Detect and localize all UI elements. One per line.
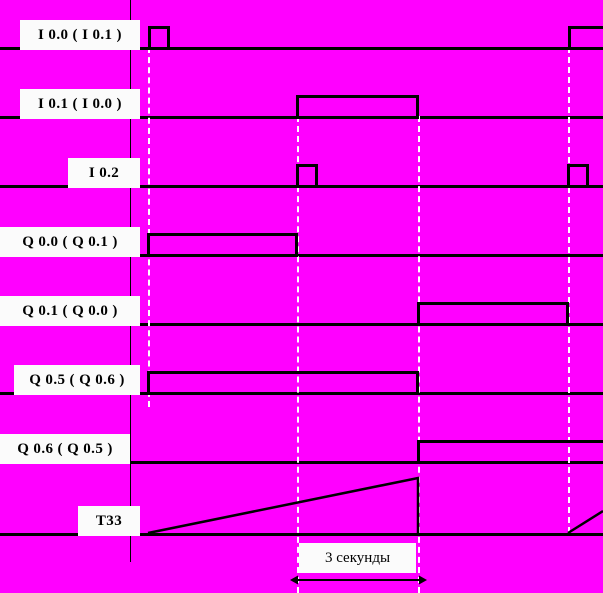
time-marker-1 [148, 47, 150, 407]
waveform-ramp-t33 [147, 476, 603, 535]
signal-label-i01: I 0.1 ( I 0.0 ) [20, 89, 140, 119]
duration-arrow [290, 575, 427, 585]
signal-label-text: Q 0.5 ( Q 0.6 ) [29, 371, 125, 388]
baseline-q05 [0, 392, 603, 395]
waveform-pulse-q00-1 [147, 233, 298, 257]
axis-line-left [130, 0, 131, 562]
time-marker-2 [297, 116, 299, 593]
baseline-q01 [0, 323, 603, 326]
waveform-pulse-i00-1 [148, 26, 170, 50]
signal-label-i02: I 0.2 [68, 158, 140, 188]
baseline-i00 [0, 47, 603, 50]
signal-label-q01: Q 0.1 ( Q 0.0 ) [0, 296, 140, 326]
signal-label-q00: Q 0.0 ( Q 0.1 ) [0, 227, 140, 257]
signal-label-text: Q 0.6 ( Q 0.5 ) [17, 440, 113, 457]
time-marker-4 [568, 47, 570, 533]
signal-label-text: I 0.1 ( I 0.0 ) [38, 95, 122, 112]
signal-label-text: Q 0.0 ( Q 0.1 ) [22, 233, 118, 250]
baseline-i01 [0, 116, 603, 119]
duration-label-text: 3 секунды [324, 549, 391, 566]
ramp-segment-2 [567, 509, 603, 535]
waveform-pulse-q06-1 [417, 440, 603, 464]
waveform-pulse-q01-1 [417, 302, 569, 326]
signal-label-text: Q 0.1 ( Q 0.0 ) [22, 302, 118, 319]
time-marker-3 [418, 116, 420, 593]
signal-label-t33: T33 [78, 506, 140, 536]
waveform-pulse-q05-1 [147, 371, 419, 395]
baseline-q06 [0, 461, 603, 464]
duration-label-box: 3 секунды [299, 543, 416, 573]
signal-label-i00: I 0.0 ( I 0.1 ) [20, 20, 140, 50]
ramp-segment-1 [147, 476, 420, 535]
signal-label-q05: Q 0.5 ( Q 0.6 ) [14, 365, 140, 395]
signal-label-q06: Q 0.6 ( Q 0.5 ) [0, 434, 130, 464]
signal-label-text: T33 [95, 512, 123, 529]
signal-label-text: I 0.2 [88, 164, 120, 181]
waveform-pulse-i01-1 [296, 95, 419, 119]
waveform-pulse-i00-2 [568, 26, 603, 50]
waveform-pulse-i02-2 [567, 164, 589, 188]
baseline-i02 [0, 185, 603, 188]
signal-label-text: I 0.0 ( I 0.1 ) [38, 26, 122, 43]
baseline-q00 [0, 254, 603, 257]
baseline-t33 [0, 533, 603, 536]
waveform-pulse-i02-1 [296, 164, 318, 188]
